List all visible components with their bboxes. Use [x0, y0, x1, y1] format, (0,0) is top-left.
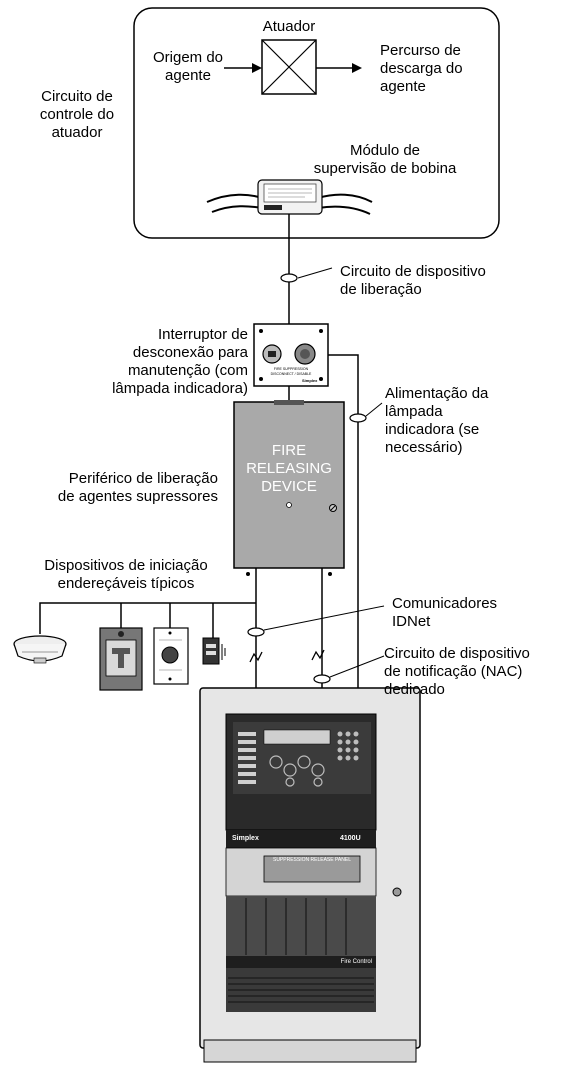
lamp-power-wire — [328, 354, 359, 688]
release-circuit-marker — [280, 273, 298, 283]
fire-control-panel — [199, 687, 421, 1063]
release-peripheral-label: Periférico de liberação de agentes supre… — [57, 470, 218, 505]
pull-station — [99, 627, 143, 691]
release-abort-switch — [153, 627, 189, 685]
discharge-arrow — [316, 63, 362, 73]
control-circuit-label: Circuito de controle do atuador — [39, 88, 115, 141]
maint-switch-label: Interruptor de desconexão para manutençã… — [112, 326, 248, 397]
break-symbol — [311, 649, 325, 661]
coil-module-label: Módulo de supervisão de bobina — [313, 142, 457, 177]
panel-title: SUPPRESSION RELEASE PANEL — [273, 857, 351, 863]
initiating-devices-label: Dispositivos de iniciação endereçáveis t… — [44, 557, 208, 592]
fire-releasing-device-box — [233, 400, 345, 576]
coil-supervision-module — [206, 179, 373, 215]
maintenance-switch-plate — [253, 323, 329, 387]
nac-label: Circuito de dispositivo de notificação (… — [384, 645, 530, 698]
panel-brand: Simplex — [232, 835, 259, 842]
panel-footer: Fire Control — [340, 959, 372, 965]
actuator-symbol — [261, 39, 317, 95]
switch-plate-line2: DISCONNECT / DISABLE — [270, 372, 312, 376]
agent-origin-label: Origem do agente — [152, 49, 224, 84]
break-symbol — [249, 651, 263, 663]
control-circuit-box — [133, 7, 500, 239]
smoke-detector — [13, 635, 67, 664]
actuator-label: Atuador — [262, 18, 316, 35]
nac-marker — [313, 674, 331, 684]
idnet-marker — [247, 627, 265, 637]
lamp-power-marker — [349, 413, 367, 423]
idnet-label: Comunicadores IDNet — [392, 595, 498, 630]
initiating-bus — [39, 602, 256, 634]
releasing-device-text: FIRE RELEASING DEVICE — [246, 442, 332, 495]
switch-plate-brand: Simplex — [302, 378, 318, 383]
panel-model: 4100U — [340, 835, 361, 842]
lamp-power-label: Alimentação da lâmpada indicadora (se ne… — [385, 385, 489, 456]
release-circuit-label: Circuito de dispositivo de liberação — [340, 263, 486, 298]
agent-origin-arrow — [224, 63, 262, 73]
panel-lock-icon — [392, 887, 402, 897]
addressable-module — [202, 637, 226, 665]
switch-plate-line1: FIRE SUPPRESSION — [273, 367, 309, 371]
discharge-path-label: Percurso de descarga do agente — [380, 42, 463, 95]
